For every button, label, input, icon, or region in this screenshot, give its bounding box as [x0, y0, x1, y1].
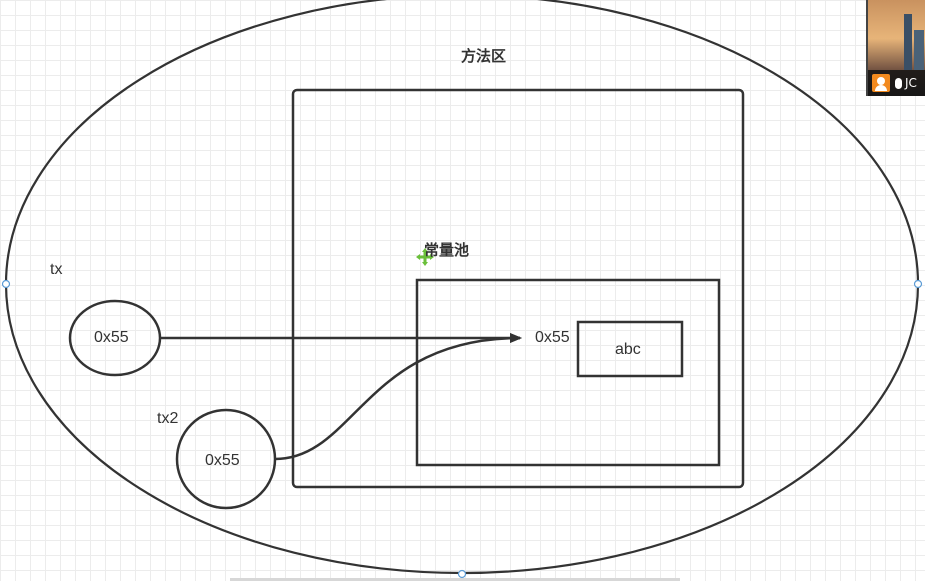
selection-handle-right[interactable]	[913, 279, 923, 289]
tx2-reference-arrow[interactable]	[274, 333, 522, 461]
constant-pool-label: 常量池	[424, 241, 470, 259]
video-participant-bar: JC	[868, 70, 925, 96]
tx2-value: 0x55	[205, 452, 240, 469]
tx-label: tx	[50, 261, 63, 278]
selection-handle-bottom[interactable]	[457, 569, 467, 579]
pool-address-label: 0x55	[535, 329, 570, 346]
city-tower-image	[904, 14, 912, 70]
tx2-label: tx2	[157, 410, 179, 427]
participant-name: JC	[905, 76, 917, 90]
mic-icon[interactable]	[895, 77, 902, 89]
string-abc-box[interactable]	[576, 320, 684, 378]
video-call-thumbnail[interactable]: JC	[866, 0, 925, 96]
constant-pool-box[interactable]	[415, 278, 721, 467]
method-area-label: 方法区	[461, 47, 507, 65]
string-abc-label: abc	[615, 341, 641, 358]
city-tower-image	[914, 30, 924, 70]
move-cursor-icon	[416, 248, 434, 266]
tx-value: 0x55	[94, 329, 129, 346]
selection-handle-left[interactable]	[1, 279, 11, 289]
bottom-scrollbar[interactable]	[230, 578, 680, 581]
method-area-box[interactable]	[291, 88, 745, 489]
user-icon	[872, 74, 890, 92]
